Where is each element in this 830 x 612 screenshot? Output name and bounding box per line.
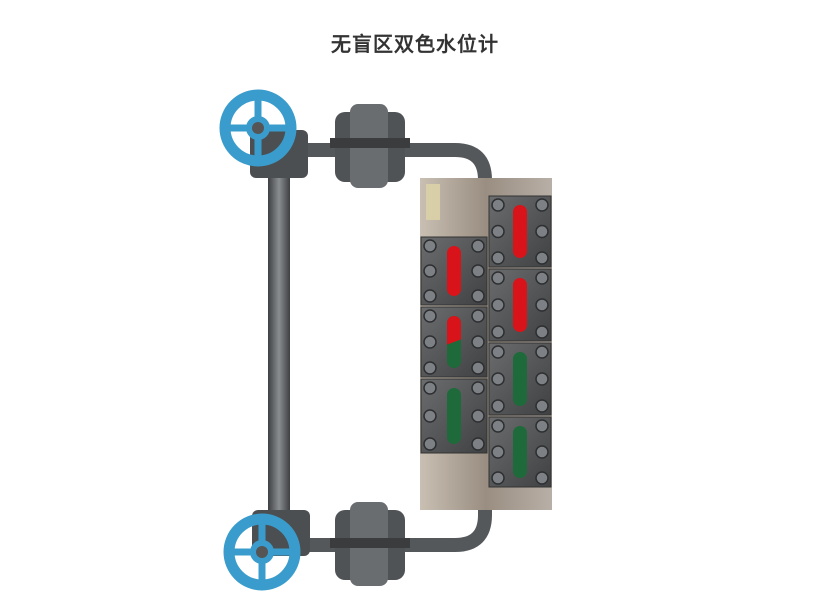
bolt-icon bbox=[491, 372, 505, 386]
product-title: 无盲区双色水位计 bbox=[331, 32, 499, 56]
bolt-icon bbox=[535, 298, 549, 312]
window-plate bbox=[420, 236, 488, 306]
bolt-icon bbox=[471, 264, 485, 278]
bolt-icon bbox=[471, 309, 485, 323]
bolt-icon bbox=[491, 445, 505, 459]
bolt-icon bbox=[471, 239, 485, 253]
bolt-icon bbox=[535, 251, 549, 265]
bolt-icon bbox=[491, 471, 505, 485]
bolt-icon bbox=[491, 271, 505, 285]
bolt-icon bbox=[471, 289, 485, 303]
bolt-icon bbox=[491, 224, 505, 239]
window-plate bbox=[420, 306, 488, 378]
level-indicator-water bbox=[513, 352, 527, 406]
bolt-icon bbox=[491, 251, 505, 265]
top-flange bbox=[330, 104, 410, 188]
bolt-icon bbox=[535, 345, 549, 359]
bolt-icon bbox=[491, 198, 505, 212]
bolt-icon bbox=[471, 437, 485, 451]
window-plate bbox=[488, 195, 552, 268]
level-indicator-steam bbox=[513, 278, 527, 332]
bolt-icon bbox=[423, 381, 437, 395]
bolt-icon bbox=[423, 309, 437, 323]
level-indicator-steam bbox=[447, 246, 461, 296]
bolt-icon bbox=[423, 289, 437, 303]
bolt-icon bbox=[535, 471, 549, 485]
top-handwheel bbox=[219, 89, 297, 167]
bolt-icon bbox=[423, 409, 437, 423]
bolt-icon bbox=[535, 419, 549, 433]
bolt-icon bbox=[491, 345, 505, 359]
bolt-icon bbox=[471, 335, 485, 349]
bottom-handwheel bbox=[223, 513, 301, 591]
bottom-flange bbox=[330, 502, 410, 586]
bolt-icon bbox=[471, 361, 485, 375]
bolt-icon bbox=[423, 335, 437, 349]
window-plate bbox=[420, 378, 488, 454]
bolt-icon bbox=[535, 325, 549, 339]
bolt-icon bbox=[535, 198, 549, 212]
bolt-icon bbox=[491, 399, 505, 413]
bolt-icon bbox=[423, 239, 437, 253]
level-indicator-steam bbox=[447, 316, 461, 345]
bolt-icon bbox=[491, 325, 505, 339]
bolt-icon bbox=[491, 419, 505, 433]
bolt-icon bbox=[423, 437, 437, 451]
bolt-icon bbox=[535, 224, 549, 239]
bolt-icon bbox=[423, 361, 437, 375]
bolt-icon bbox=[535, 271, 549, 285]
window-plate bbox=[488, 268, 552, 342]
bolt-icon bbox=[535, 399, 549, 413]
window-plate bbox=[488, 342, 552, 416]
bolt-icon bbox=[491, 298, 505, 312]
bolt-icon bbox=[471, 381, 485, 395]
gauge-window-plates bbox=[420, 195, 552, 488]
nameplate bbox=[426, 184, 440, 220]
level-indicator-steam bbox=[513, 205, 527, 258]
level-indicator-water bbox=[447, 388, 461, 444]
bolt-icon bbox=[423, 264, 437, 278]
bolt-icon bbox=[535, 372, 549, 386]
bolt-icon bbox=[535, 445, 549, 459]
window-plate bbox=[488, 416, 552, 488]
bolt-icon bbox=[471, 409, 485, 423]
level-indicator-water bbox=[513, 426, 527, 478]
